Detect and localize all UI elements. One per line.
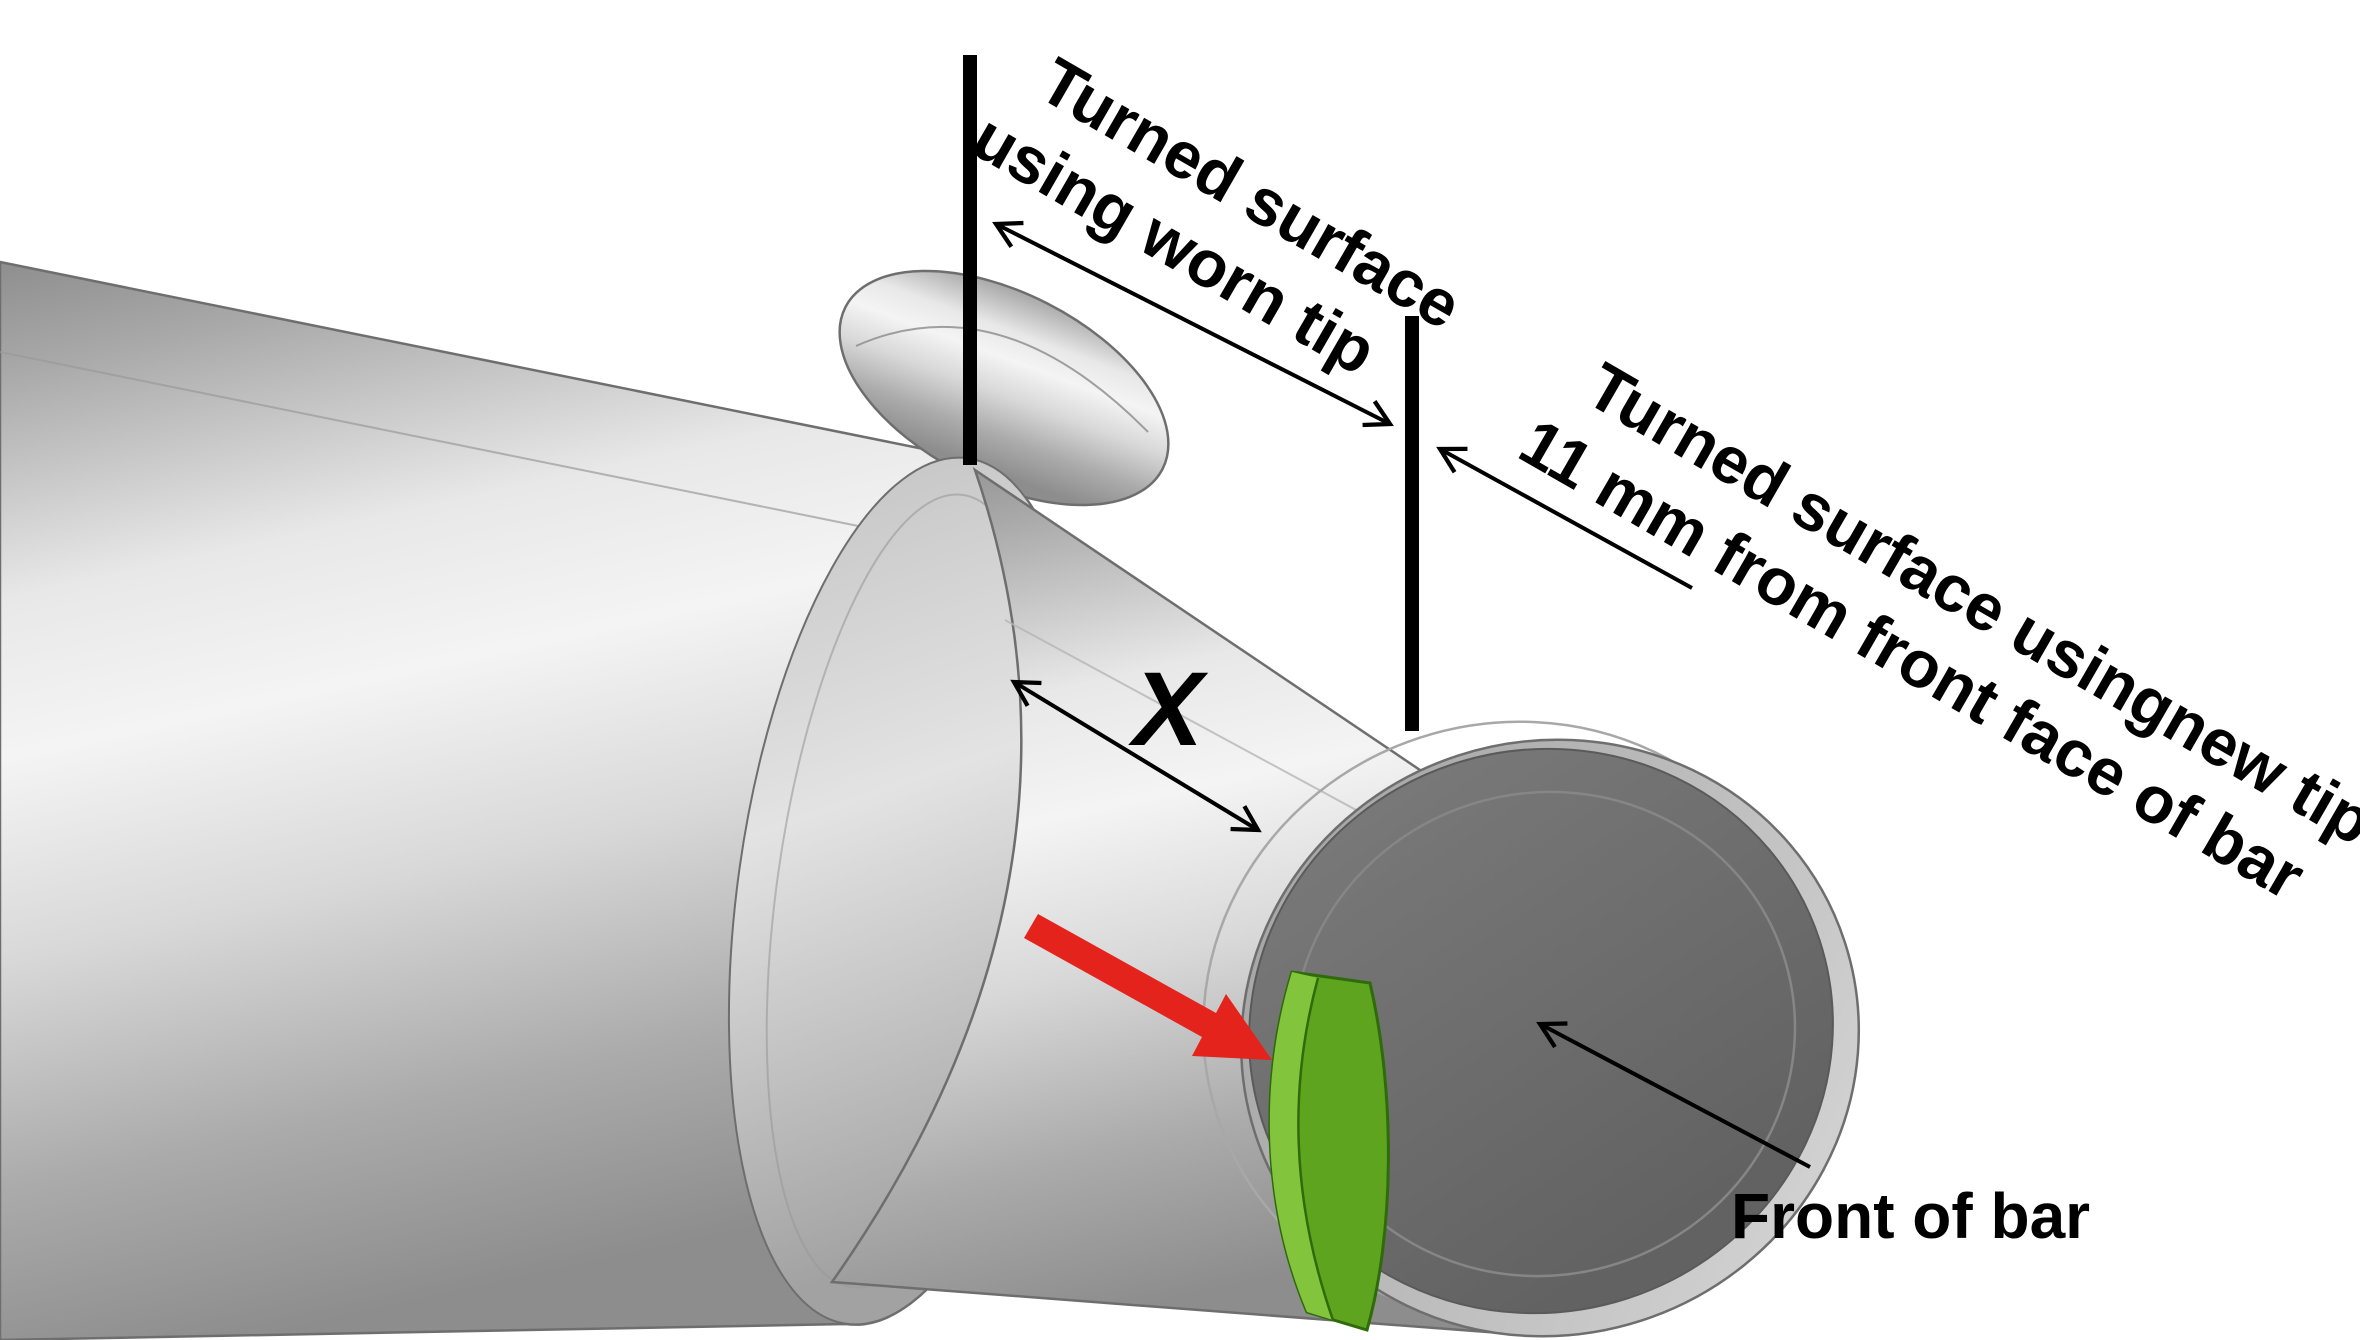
front-of-bar-pointer-arrow: [1536, 1021, 1811, 1169]
x-dimension-arrow: [1010, 679, 1262, 833]
x-dimension-label: X: [1128, 651, 1209, 768]
body-reflection-line: [0, 351, 953, 546]
new-tip-pointer-arrow: [1436, 446, 1693, 590]
wear-mark-highlight: [1269, 972, 1333, 1320]
worn-tip-span-arrow: [992, 220, 1394, 428]
front-of-bar-label: Front of bar: [1731, 1180, 2090, 1252]
wear-highlight-arrow: [1024, 914, 1272, 1060]
wear-mark-edge: [1297, 977, 1335, 1321]
